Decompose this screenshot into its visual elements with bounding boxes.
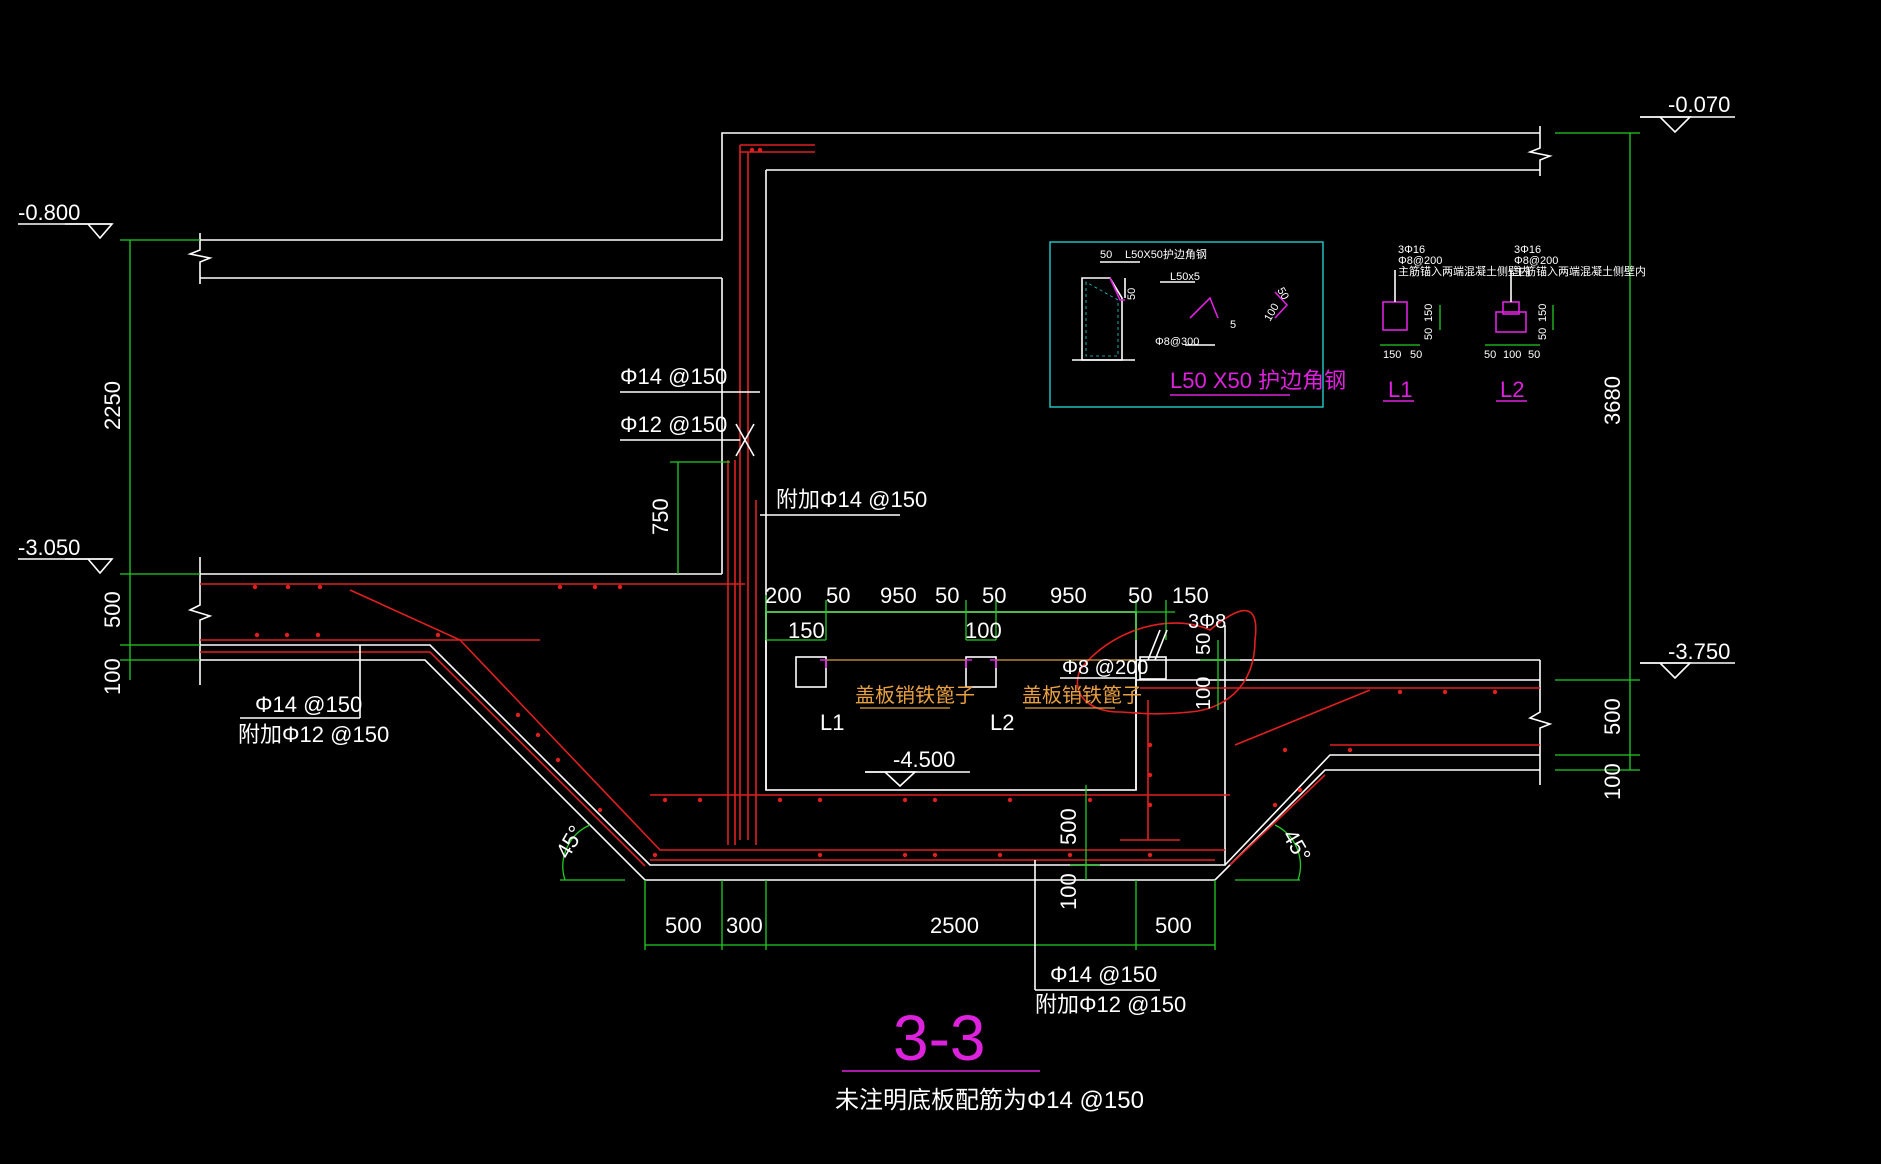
label-phi14-150: Φ14 @150 bbox=[620, 364, 727, 389]
dim-50-small: 50 bbox=[1193, 633, 1215, 655]
label-bottom-add-phi12-150: 附加Φ12 @150 bbox=[1035, 992, 1186, 1017]
elev-right-mid: -3.750 bbox=[1668, 639, 1730, 664]
label-phi12-150: Φ12 @150 bbox=[620, 412, 727, 437]
footnote: 未注明底板配筋为Φ14 @150 bbox=[835, 1087, 1144, 1114]
l1-dim-w2: 50 bbox=[1410, 349, 1422, 361]
dim-100-right: 100 bbox=[1600, 763, 1625, 800]
l2-dim-h1: 150 bbox=[1537, 304, 1549, 322]
dim-top-1: 50 bbox=[826, 583, 850, 608]
rebar-lines bbox=[200, 144, 1540, 867]
label-left-add-phi12-150: 附加Φ12 @150 bbox=[238, 722, 389, 747]
dim-500-left: 500 bbox=[100, 591, 125, 628]
detail-dim100: 100 bbox=[1262, 302, 1282, 324]
l2-dim-w2: 100 bbox=[1503, 349, 1521, 361]
dim-top-2: 950 bbox=[880, 583, 917, 608]
dim-top-second-a: 150 bbox=[788, 618, 825, 643]
l1-dim-h2: 50 bbox=[1423, 328, 1435, 340]
l2-dim-w3: 50 bbox=[1528, 349, 1540, 361]
dim-bottom-3: 500 bbox=[1155, 913, 1192, 938]
label-add-phi14-150: 附加Φ14 @150 bbox=[776, 487, 927, 512]
l2-dim-h2: 50 bbox=[1537, 328, 1549, 340]
label-bottom-phi14-150: Φ14 @150 bbox=[1050, 962, 1157, 987]
dim-100-left: 100 bbox=[100, 658, 125, 695]
beam-l1-section bbox=[795, 656, 827, 688]
l1-note-b: Φ8@200 bbox=[1398, 255, 1442, 267]
elev-left-mid: -3.050 bbox=[18, 535, 80, 560]
dim-100-bottom: 100 bbox=[1056, 873, 1081, 910]
l1-dim-h1: 150 bbox=[1423, 304, 1435, 322]
dim-top-5: 950 bbox=[1050, 583, 1087, 608]
detail-note1: L50X50护边角钢 bbox=[1125, 247, 1207, 261]
label-phi8-200: Φ8 @200 bbox=[1062, 657, 1148, 679]
dim-top-7: 150 bbox=[1172, 583, 1209, 608]
dim-top-3: 50 bbox=[935, 583, 959, 608]
detail-dim50a: 50 bbox=[1100, 249, 1112, 261]
elev-pit-bottom: -4.500 bbox=[893, 747, 955, 772]
section-title: 3-3 bbox=[893, 1002, 986, 1074]
beam-details bbox=[1380, 270, 1554, 402]
l2-title: L2 bbox=[1500, 377, 1524, 402]
detail-note3: Φ8@300 bbox=[1155, 336, 1199, 348]
detail-dim50c: 50 bbox=[1274, 286, 1291, 303]
angle-right: 45° bbox=[1278, 825, 1316, 866]
dim-top-second-b: 100 bbox=[965, 618, 1002, 643]
dim-2250: 2250 bbox=[100, 381, 125, 430]
dim-top-0: 200 bbox=[765, 583, 802, 608]
dim-bottom-2: 2500 bbox=[930, 913, 979, 938]
elev-left-top: -0.800 bbox=[18, 200, 80, 225]
concrete-outline bbox=[187, 126, 1553, 881]
angle-steel-detail bbox=[1049, 241, 1324, 408]
dim-3680: 3680 bbox=[1600, 376, 1625, 425]
beam-label-l1: L1 bbox=[820, 710, 844, 735]
cover-label-left: 盖板销铁篦子 bbox=[855, 684, 975, 707]
elevation-markers bbox=[18, 116, 1735, 788]
beam-label-l2: L2 bbox=[990, 710, 1014, 735]
label-left-phi14-150: Φ14 @150 bbox=[255, 692, 362, 717]
l2-note-c: 主筋锚入两端混凝土侧壁内 bbox=[1514, 264, 1646, 278]
beam-l2-section bbox=[965, 656, 997, 688]
dim-500-bottom: 500 bbox=[1056, 808, 1081, 845]
dimension-lines bbox=[120, 132, 1640, 950]
detail-title: L50 X50 护边角钢 bbox=[1170, 368, 1346, 393]
dim-top-4: 50 bbox=[982, 583, 1006, 608]
angle-left: 45° bbox=[551, 821, 589, 862]
dim-bottom-0: 500 bbox=[665, 913, 702, 938]
leader-lines bbox=[240, 391, 1168, 991]
detail-dim50b: 50 bbox=[1126, 288, 1138, 300]
revision-cloud bbox=[1076, 609, 1257, 715]
dim-100-small: 100 bbox=[1193, 677, 1215, 710]
detail-dim5: 5 bbox=[1230, 319, 1236, 331]
dim-top-6: 50 bbox=[1128, 583, 1152, 608]
dim-bottom-1: 300 bbox=[726, 913, 763, 938]
cover-label-right: 盖板销铁篦子 bbox=[1022, 684, 1142, 707]
l1-dim-w1: 150 bbox=[1383, 349, 1401, 361]
dim-750: 750 bbox=[648, 498, 673, 535]
elev-right-top: -0.070 bbox=[1668, 92, 1730, 117]
l1-title: L1 bbox=[1388, 377, 1412, 402]
l2-note-b: Φ8@200 bbox=[1514, 255, 1558, 267]
l2-dim-w1: 50 bbox=[1484, 349, 1496, 361]
detail-note2: L50x5 bbox=[1170, 271, 1200, 283]
dim-500-right: 500 bbox=[1600, 698, 1625, 735]
l2-note-a: 3Φ16 bbox=[1514, 244, 1541, 256]
l1-note-c: 主筋锚入两端混凝土侧壁内 bbox=[1398, 264, 1530, 278]
rebar-dots bbox=[252, 147, 1498, 858]
label-three-phi8: 3Φ8 bbox=[1188, 611, 1226, 633]
cover-plates bbox=[820, 659, 1136, 709]
l1-note-a: 3Φ16 bbox=[1398, 244, 1425, 256]
